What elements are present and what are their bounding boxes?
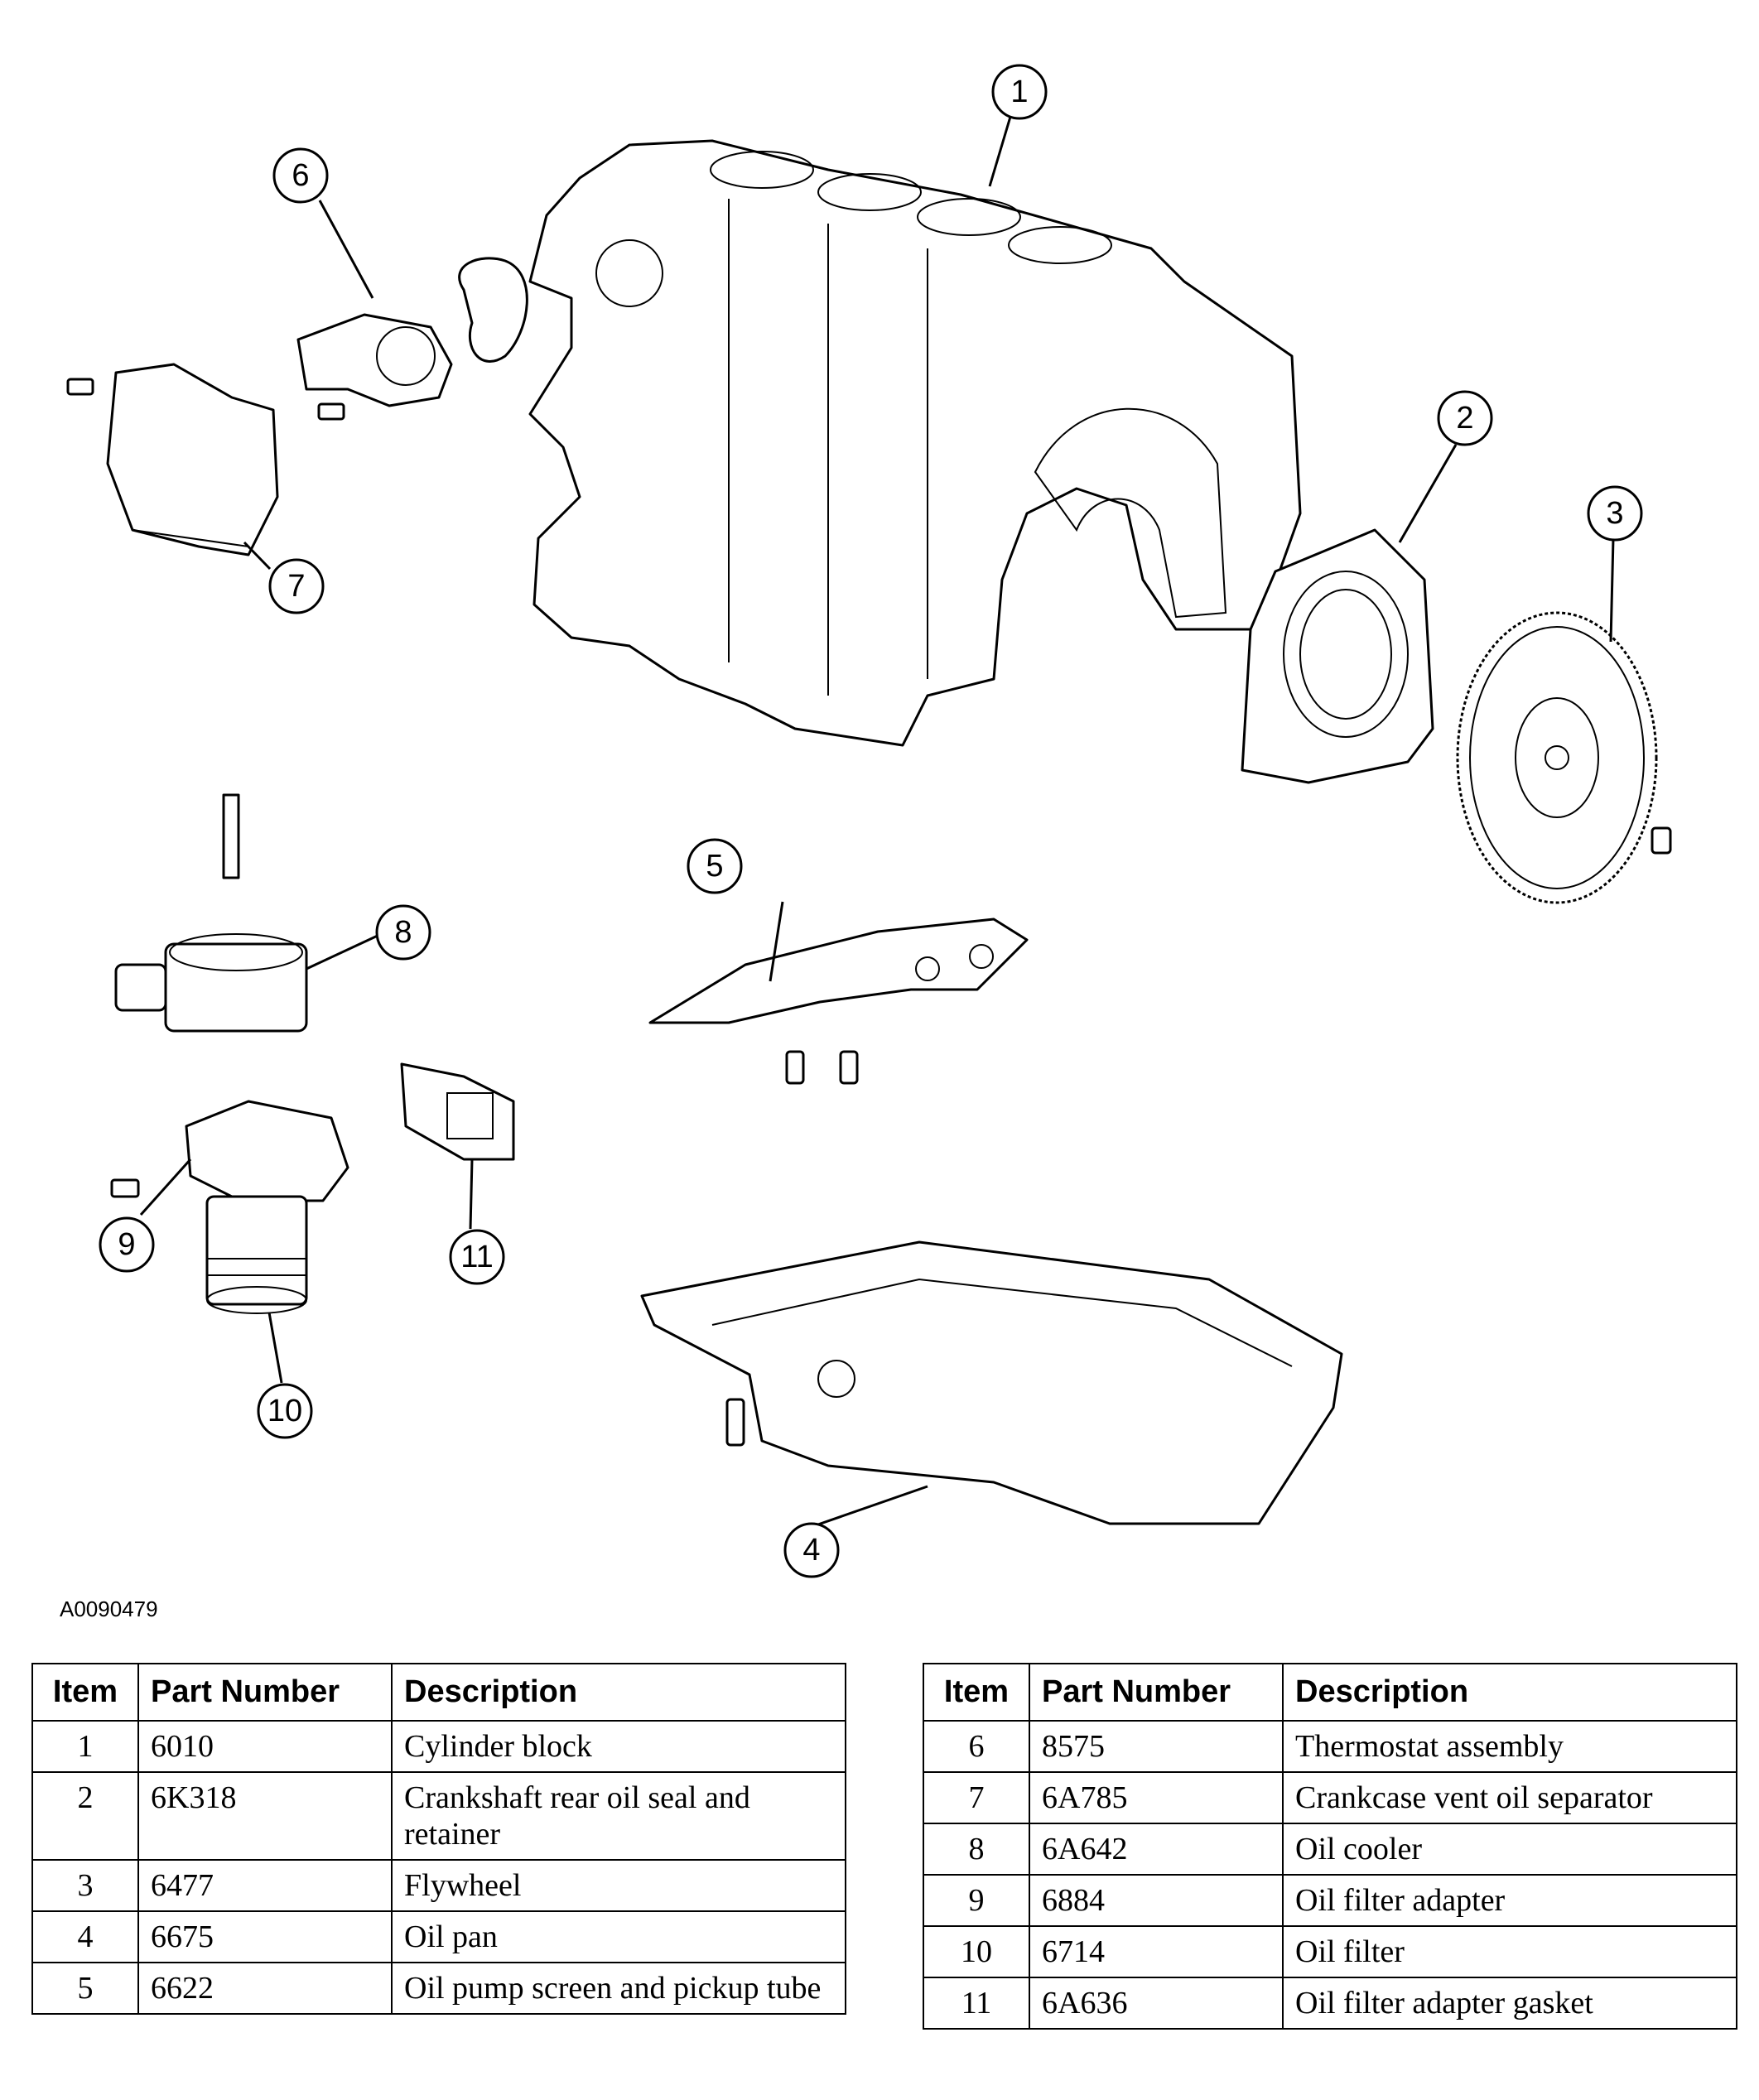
part-number-cell: 6A642: [1029, 1823, 1284, 1876]
description-cell: Flywheel: [391, 1859, 846, 1912]
oil-pickup-tube-illustration: [648, 918, 1029, 1085]
callout-11: 11: [449, 1229, 505, 1285]
callout-8: 8: [375, 904, 431, 961]
item-cell: 11: [923, 1977, 1030, 2030]
oil-filter-assembly-illustration: [110, 1100, 349, 1314]
description-cell: Oil cooler: [1282, 1823, 1737, 1876]
callout-6-label: 6: [292, 158, 309, 193]
exploded-parts-diagram: 1 2 3 4 5 6 7 8 9 10 11: [66, 64, 1672, 1578]
description-header: Description: [1282, 1663, 1737, 1722]
description-cell: Oil filter: [1282, 1925, 1737, 1978]
callout-7: 7: [268, 558, 325, 614]
description-cell: Crankshaft rear oil seal and retainer: [391, 1771, 846, 1861]
table-header-row: Item Part Number Description: [923, 1663, 1737, 1722]
item-cell: 9: [923, 1874, 1030, 1927]
part-number-cell: 6622: [137, 1962, 393, 2015]
part-number-header: Part Number: [1029, 1663, 1284, 1722]
item-cell: 8: [923, 1823, 1030, 1876]
part-number-cell: 6477: [137, 1859, 393, 1912]
description-cell: Oil pan: [391, 1910, 846, 1963]
callout-4-label: 4: [802, 1533, 820, 1568]
item-cell: 1: [31, 1720, 139, 1773]
item-header: Item: [31, 1663, 139, 1722]
flywheel-illustration: [1456, 611, 1672, 904]
item-cell: 5: [31, 1962, 139, 2015]
callout-7-label: 7: [287, 569, 305, 604]
callout-5: 5: [687, 838, 743, 894]
callout-9: 9: [99, 1216, 155, 1273]
description-cell: Crankcase vent oil separator: [1282, 1771, 1737, 1824]
callout-5-label: 5: [706, 849, 723, 884]
item-cell: 4: [31, 1910, 139, 1963]
oil-filter-adapter-gasket-illustration: [400, 1062, 515, 1161]
oil-pan-illustration: [640, 1240, 1343, 1525]
oil-cooler-illustration: [114, 793, 308, 1033]
callout-1: 1: [991, 64, 1048, 120]
callout-10: 10: [257, 1383, 313, 1439]
callout-10-label: 10: [267, 1394, 302, 1428]
callout-3-label: 3: [1606, 496, 1623, 531]
item-cell: 10: [923, 1925, 1030, 1978]
callout-3: 3: [1587, 485, 1643, 542]
callout-2: 2: [1437, 390, 1493, 446]
part-number-cell: 6675: [137, 1910, 393, 1963]
part-number-cell: 6884: [1029, 1874, 1284, 1927]
part-number-cell: 8575: [1029, 1720, 1284, 1773]
callout-8-label: 8: [394, 915, 412, 950]
callout-9-label: 9: [118, 1227, 135, 1262]
item-cell: 3: [31, 1859, 139, 1912]
table-header-row: Item Part Number Description: [31, 1663, 846, 1722]
thermostat-assembly-illustration: [296, 257, 528, 407]
description-cell: Thermostat assembly: [1282, 1720, 1737, 1773]
crankcase-vent-separator-illustration: [66, 363, 345, 556]
description-header: Description: [391, 1663, 846, 1722]
part-number-cell: 6A636: [1029, 1977, 1284, 2030]
item-cell: 6: [923, 1720, 1030, 1773]
part-number-cell: 6A785: [1029, 1771, 1284, 1824]
crankshaft-rear-seal-illustration: [1241, 528, 1434, 784]
callout-1-label: 1: [1010, 75, 1028, 109]
callout-11-label: 11: [460, 1240, 493, 1274]
description-cell: Oil filter adapter gasket: [1282, 1977, 1737, 2030]
part-number-header: Part Number: [137, 1663, 393, 1722]
description-cell: Cylinder block: [391, 1720, 846, 1773]
item-cell: 2: [31, 1771, 139, 1861]
figure-id: A0090479: [60, 1597, 158, 1621]
part-number-cell: 6K318: [137, 1771, 393, 1861]
part-number-cell: 6714: [1029, 1925, 1284, 1978]
leader-lines: [139, 116, 1615, 1527]
cylinder-block-illustration: [528, 139, 1302, 747]
callout-6: 6: [272, 147, 329, 204]
description-cell: Oil filter adapter: [1282, 1874, 1737, 1927]
part-number-cell: 6010: [137, 1720, 393, 1773]
item-cell: 7: [923, 1771, 1030, 1824]
description-cell: Oil pump screen and pickup tube: [391, 1962, 846, 2015]
callout-4: 4: [783, 1522, 840, 1578]
callout-2-label: 2: [1456, 401, 1473, 436]
item-header: Item: [923, 1663, 1030, 1722]
